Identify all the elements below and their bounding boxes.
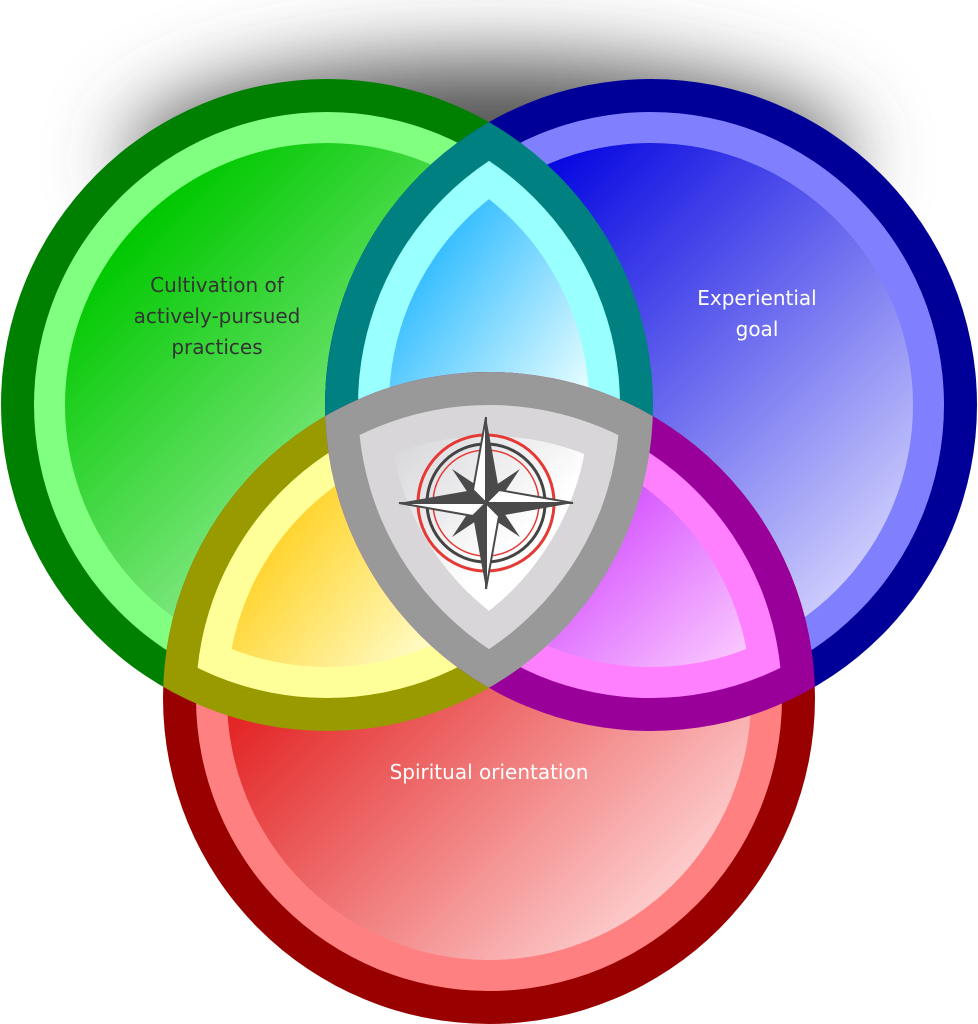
label-green-line-2: actively-pursued — [134, 304, 301, 328]
label-green-line-1: Cultivation of — [150, 273, 285, 297]
compass-rose-icon — [398, 416, 574, 590]
label-red: Spiritual orientation — [390, 760, 589, 784]
label-green-line-3: practices — [171, 335, 262, 359]
label-blue-line-1: Experiential — [697, 286, 816, 310]
label-blue-line-2: goal — [736, 317, 779, 341]
